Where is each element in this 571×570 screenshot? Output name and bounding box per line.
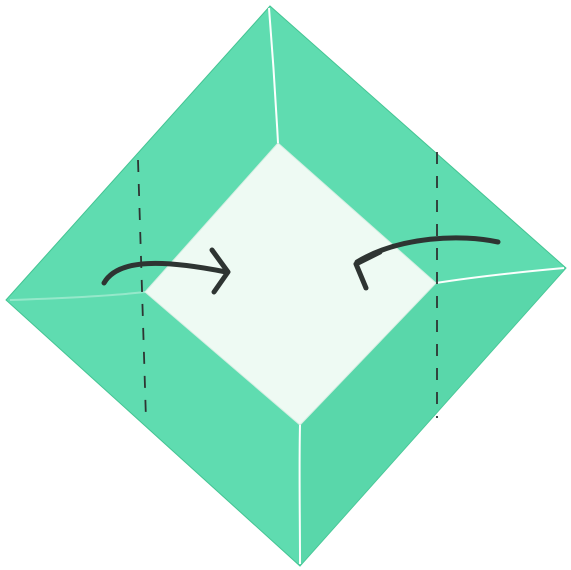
origami-diagram: [0, 0, 571, 570]
origami-figure: [0, 0, 571, 570]
